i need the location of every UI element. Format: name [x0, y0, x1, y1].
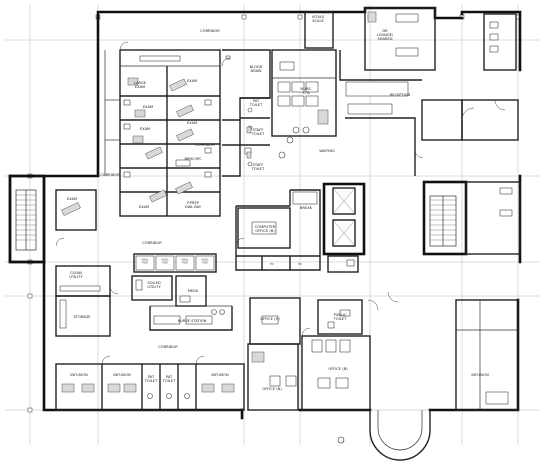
room-label-exam-left: EXAM [67, 197, 77, 201]
room-label-waiting: WAITING [319, 149, 335, 153]
room-label-infusion-a: INFUSION [70, 373, 88, 377]
room-label-infusion-d: INFUSION [471, 373, 489, 377]
room-label-ec2: EC [298, 262, 302, 266]
room-label-nurse-station: NURSE STATION [178, 319, 207, 323]
room-label-storage: STORAGE [73, 315, 91, 319]
room-label-exam-e: EXAM [139, 205, 149, 209]
open-office: OFFICE (B) OFFICE (N) [247, 299, 519, 411]
rotunda [337, 410, 431, 461]
room-label-infusion-c: INFUSION [211, 373, 229, 377]
nurse-station-top: NURS.STN [271, 49, 337, 137]
room-label-exam-d: EXAM [140, 127, 150, 131]
room-label-office-n: OFFICE (N) [262, 387, 282, 391]
room-label-corridor-bottom: CORRIDOR [158, 345, 178, 349]
room-label-corridor-mid: CORRIDOR [195, 143, 215, 147]
nurse-station: NURSE STATION [149, 305, 233, 331]
west-stair: EXAM CORRIDOR [8, 173, 120, 264]
room-label-corridor-top: CORRIDOR [200, 29, 220, 33]
room-label-meds: MEDS [188, 289, 199, 293]
room-label-nphc: NPHC/IPC [184, 157, 202, 161]
room-label-exam-b: EXAM [143, 105, 153, 109]
room-label-reception: RECEPTION [390, 93, 411, 97]
room-label-nurse-station-top: NURS.STN [300, 87, 311, 95]
room-label-office-b: OFFICE (B) [328, 367, 348, 371]
room-label-office-h: OFFICE (H) [260, 317, 280, 321]
room-label-corridor-left: CORRIDOR [100, 173, 120, 177]
room-label-infusion-b: INFUSION [113, 373, 131, 377]
stairs-core [322, 180, 521, 256]
reception-waiting: RECEPTION WAITING [278, 50, 519, 176]
room-label-ec: EC [270, 262, 274, 266]
room-label-break: BREAK [300, 206, 313, 210]
room-label-corridor-lower: CORRIDOR [142, 241, 162, 245]
door-swings [55, 41, 424, 365]
room-label-exam-c: EXAM [187, 121, 197, 125]
room-label-exam-a: EXAM [187, 79, 197, 83]
